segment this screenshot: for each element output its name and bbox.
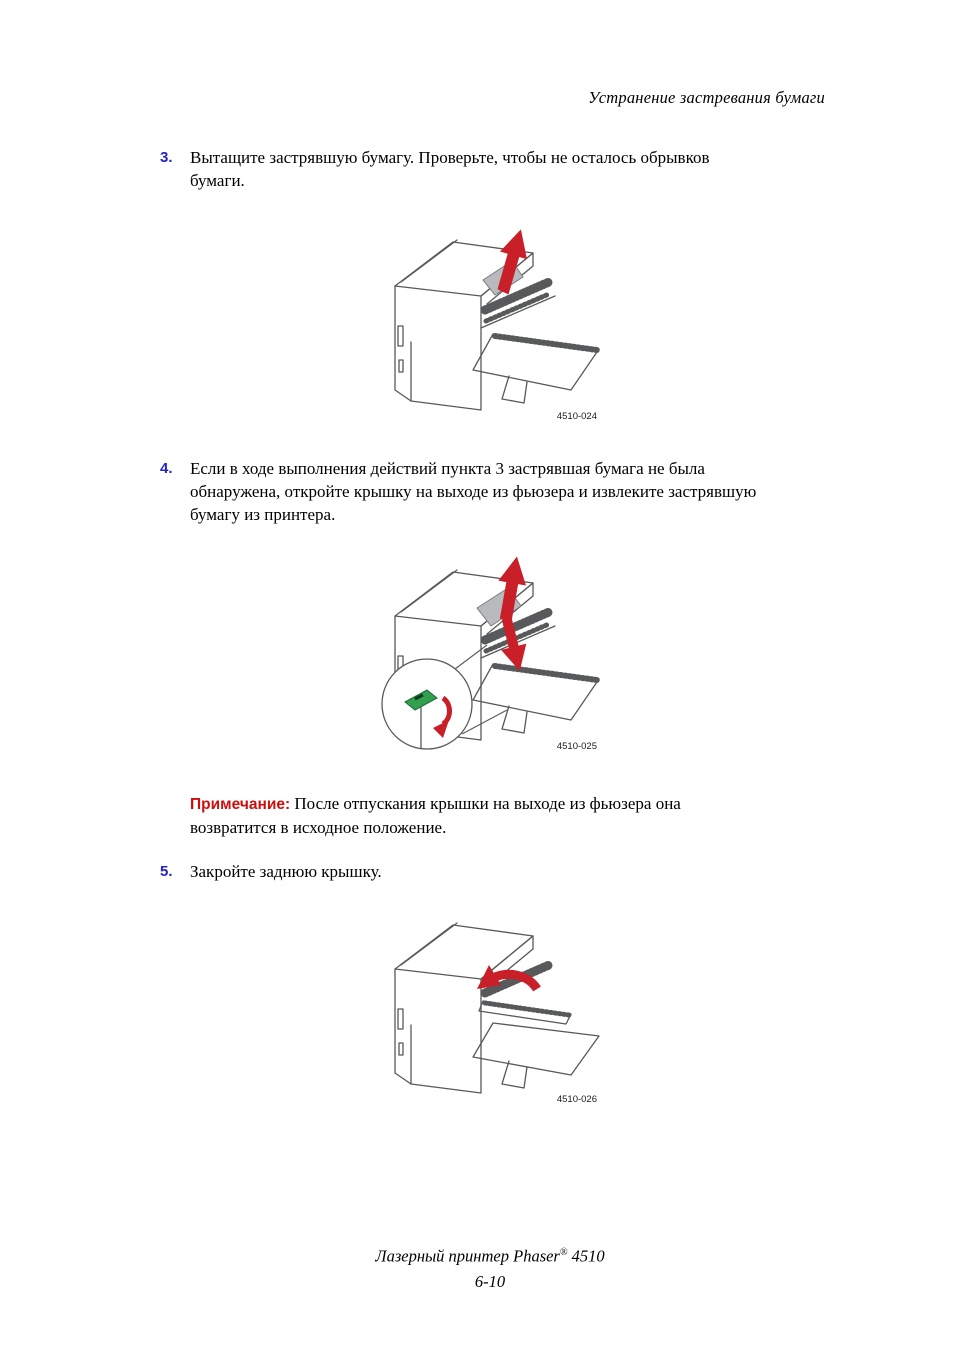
red-arrow-up-icon bbox=[497, 229, 527, 295]
footer-page-number: 6-10 bbox=[474, 1271, 506, 1291]
note-label: Примечание: bbox=[190, 796, 291, 813]
step-4-text: Если в ходе выполнения действий пункта 3… bbox=[190, 459, 757, 524]
figure-remove-jam: 4510-024 bbox=[365, 222, 625, 422]
step-4-number: 4. bbox=[160, 460, 173, 477]
figure-fuser-exit-cover: 4510-025 bbox=[365, 552, 625, 752]
printer-rear-illustration-2 bbox=[381, 556, 600, 750]
note-text: После отпускания крышки на выходе из фью… bbox=[190, 794, 681, 837]
note: Примечание: После отпускания крышки на в… bbox=[190, 792, 768, 839]
printer-rear-illustration-3 bbox=[394, 922, 600, 1094]
step-3-text: Вытащите застрявшую бумагу. Проверьте, ч… bbox=[190, 148, 710, 190]
running-header: Устранение застревания бумаги bbox=[588, 88, 825, 107]
footer-product-line: Лазерный принтер Phaser® 4510 bbox=[375, 1246, 605, 1266]
step-5: 5. Закройте заднюю крышку. bbox=[160, 860, 820, 883]
figure-label: 4510-024 bbox=[556, 411, 597, 422]
registered-mark: ® bbox=[559, 1247, 568, 1258]
step-4: 4. Если в ходе выполнения действий пункт… bbox=[160, 457, 820, 526]
red-arrow-close-icon bbox=[477, 965, 541, 992]
magnifier-callout bbox=[381, 644, 508, 750]
figure-label: 4510-025 bbox=[556, 741, 597, 752]
figure-label: 4510-026 bbox=[556, 1094, 597, 1105]
red-arrow-up-icon bbox=[498, 556, 527, 623]
step-5-text: Закройте заднюю крышку. bbox=[190, 862, 382, 881]
figure-close-rear-cover: 4510-026 bbox=[365, 905, 625, 1105]
page-footer: Лазерный принтер Phaser® 4510 6-10 bbox=[190, 1240, 790, 1294]
red-arrow-down-icon bbox=[501, 617, 527, 672]
step-5-number: 5. bbox=[160, 863, 173, 880]
printer-rear-illustration-1 bbox=[394, 229, 600, 411]
step-3: 3. Вытащите застрявшую бумагу. Проверьте… bbox=[160, 146, 820, 192]
page-content: 3. Вытащите застрявшую бумагу. Проверьте… bbox=[160, 146, 820, 1105]
step-3-number: 3. bbox=[160, 149, 173, 166]
green-release-lever bbox=[404, 689, 438, 711]
